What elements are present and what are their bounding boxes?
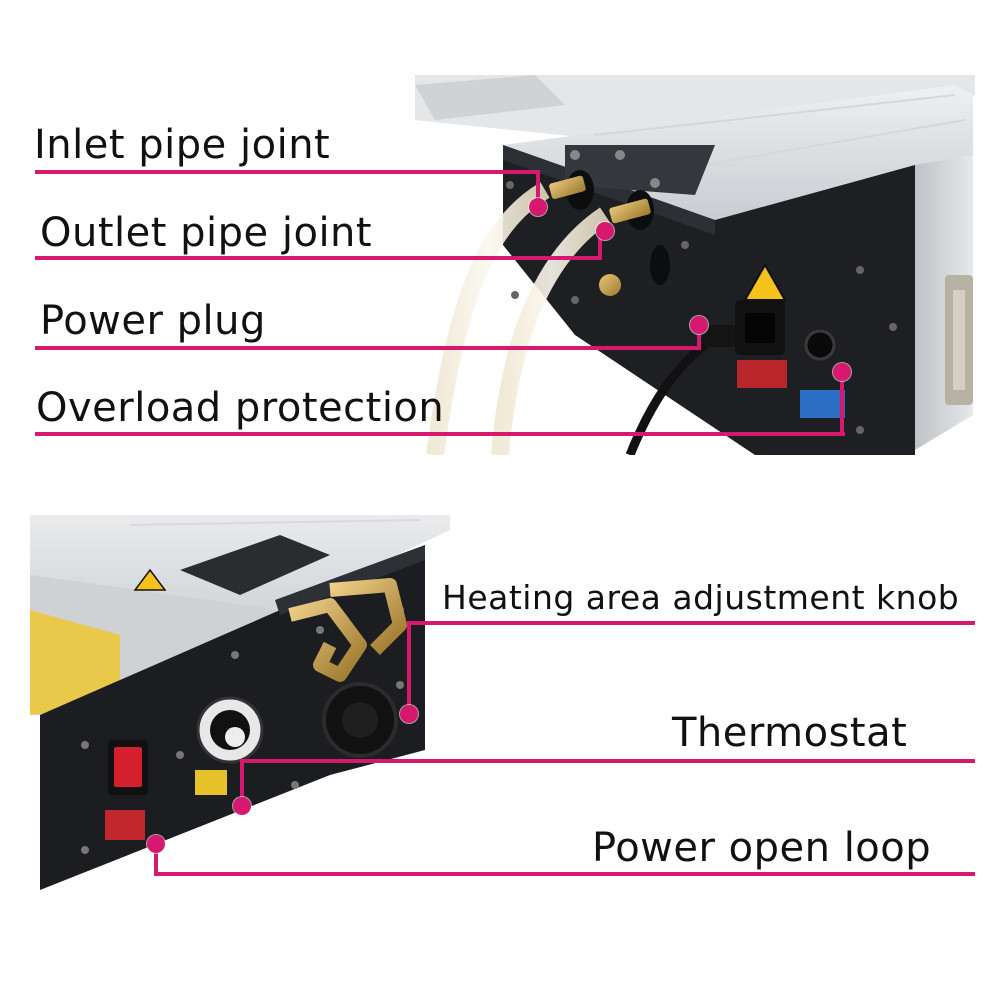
power-plug-marker <box>690 316 708 334</box>
thermostat-marker <box>233 797 251 815</box>
heating-area-adjustment-knob-label: Heating area adjustment knob <box>442 578 960 617</box>
thermostat-leader-drop <box>240 759 244 803</box>
overload-protection-marker <box>833 363 851 381</box>
outlet-pipe-joint-leader-drop <box>598 232 602 260</box>
overload-protection-label: Overload protection <box>36 385 445 431</box>
power-open-loop-leader-drop <box>154 843 158 874</box>
top-machine-illustration <box>415 75 975 455</box>
overload-protection-leader-drop <box>840 375 844 435</box>
bottom-product-photo <box>30 515 450 890</box>
overload-protection-leader-line <box>35 432 845 436</box>
thermostat-leader-line <box>240 759 975 763</box>
power-open-loop-leader-line <box>154 872 975 876</box>
outlet-pipe-joint-marker <box>596 222 614 240</box>
heating-area-knob-leader-drop <box>407 621 411 713</box>
power-plug-leader-line <box>35 346 700 350</box>
heating-area-knob-leader-line <box>407 621 975 625</box>
inlet-pipe-joint-leader-drop <box>536 170 540 208</box>
top-product-photo <box>415 75 975 455</box>
power-open-loop-marker <box>147 835 165 853</box>
power-open-loop-label: Power open loop <box>592 825 932 871</box>
bottom-machine-illustration <box>30 515 450 890</box>
power-plug-label: Power plug <box>40 298 266 344</box>
thermostat-label: Thermostat <box>672 710 908 756</box>
inlet-pipe-joint-marker <box>529 198 547 216</box>
heating-area-knob-marker <box>400 705 418 723</box>
outlet-pipe-joint-label: Outlet pipe joint <box>40 210 373 256</box>
inlet-pipe-joint-label: Inlet pipe joint <box>34 122 331 168</box>
inlet-pipe-joint-leader-line <box>35 170 540 174</box>
power-plug-leader-drop <box>697 325 701 350</box>
outlet-pipe-joint-leader-line <box>35 256 600 260</box>
